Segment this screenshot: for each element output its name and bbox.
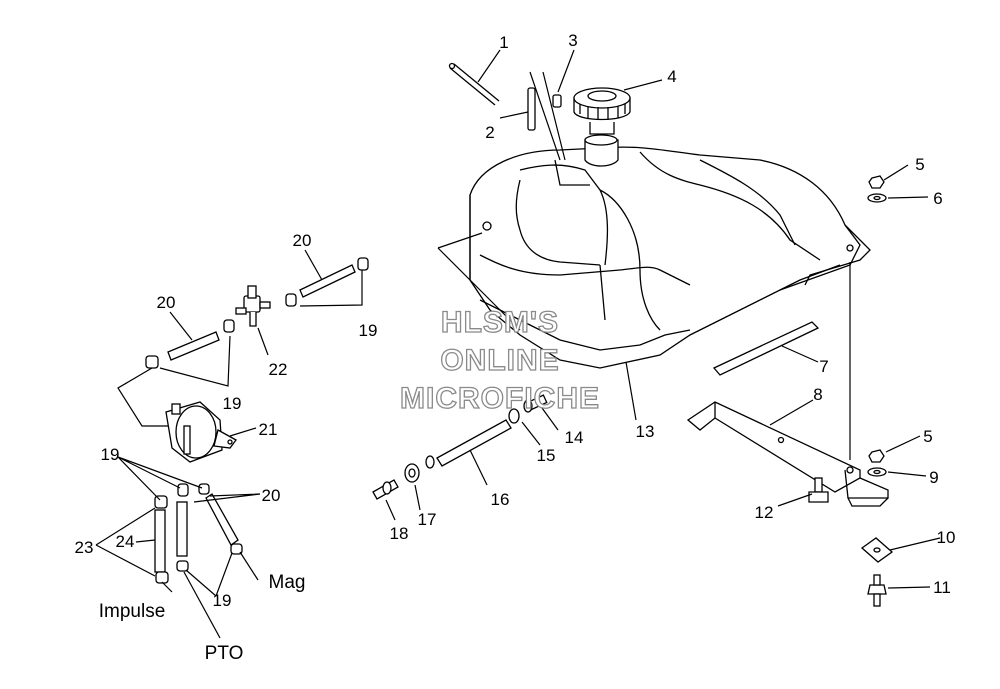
label-pto: PTO: [205, 643, 244, 664]
clamp-lower-c: [198, 483, 210, 495]
clamp-upper-a: [357, 257, 369, 271]
callout-11: 11: [933, 578, 951, 597]
watermark-line-3: MICROFICHE: [400, 382, 600, 415]
vent-clip: [552, 94, 562, 108]
clamp-lower-a: [154, 495, 168, 509]
callout-16: 16: [491, 490, 510, 509]
tank-bracket: [686, 401, 889, 507]
clamp-upper-b: [285, 293, 297, 307]
callout-2: 2: [485, 123, 494, 142]
watermark-line-2: ONLINE: [440, 344, 559, 377]
clamp-lower-e: [176, 560, 189, 572]
callout-14: 14: [565, 428, 584, 447]
callout-20-left: 20: [157, 293, 176, 312]
fuel-cap: [573, 87, 631, 135]
label-mag: Mag: [269, 572, 306, 593]
callout-9: 9: [929, 468, 938, 487]
nut-upper: [868, 175, 885, 189]
clamp-lower-f: [230, 543, 243, 555]
tank-fitting: [523, 394, 548, 413]
callout-19-upper: 19: [359, 321, 378, 340]
mag-hose: [205, 493, 239, 546]
washer-upper: [867, 193, 887, 203]
clamp-lower-d: [155, 571, 169, 584]
callout-22: 22: [269, 360, 288, 379]
inline-fitting: [372, 479, 399, 500]
pto-hose: [176, 501, 188, 557]
callout-5-lower: 5: [923, 427, 932, 446]
grommet: [404, 463, 420, 483]
bolt-bracket: [808, 477, 829, 503]
label-impulse: Impulse: [99, 601, 166, 622]
clamp-lower-b: [177, 483, 189, 497]
callout-24: 24: [116, 532, 135, 551]
hose-clamp-pump: [425, 455, 435, 469]
callout-19-bottom: 19: [213, 591, 232, 610]
fuel-pump: [165, 401, 237, 463]
clamp-left-b: [145, 355, 159, 369]
tank-strip: [712, 321, 820, 376]
isolator-plate: [860, 537, 894, 563]
callout-19-left: 19: [223, 394, 242, 413]
callout-3: 3: [568, 31, 577, 50]
callout-23: 23: [75, 538, 94, 557]
callout-10: 10: [937, 528, 956, 547]
callout-21: 21: [259, 420, 278, 439]
callout-15: 15: [537, 446, 556, 465]
watermark-line-1: HLSM'S: [441, 306, 559, 339]
callout-18: 18: [390, 524, 409, 543]
callout-13: 13: [636, 422, 655, 441]
impulse-hose: [154, 509, 166, 573]
vent-hose: [448, 62, 500, 106]
bolt-lower: [867, 574, 887, 607]
shutoff-valve: [235, 285, 271, 327]
clamp-left-a: [223, 319, 235, 333]
callout-5-upper: 5: [915, 155, 924, 174]
callout-17: 17: [418, 510, 437, 529]
vent-fitting: [527, 87, 536, 131]
fuel-line-upper: [299, 264, 356, 298]
fuel-line: [436, 419, 512, 467]
callout-6: 6: [933, 189, 942, 208]
callout-20-upper: 20: [293, 231, 312, 250]
fuel-tank: [469, 134, 871, 369]
washer-lower: [867, 467, 887, 477]
hose-clamp-tank: [508, 408, 520, 424]
callout-1: 1: [499, 33, 508, 52]
callout-12: 12: [755, 503, 774, 522]
callout-7: 7: [819, 357, 828, 376]
fuel-line-left: [167, 331, 220, 361]
callout-4: 4: [667, 67, 676, 86]
nut-lower: [868, 449, 885, 463]
callout-19-lower: 19: [101, 445, 120, 464]
callout-20-lower: 20: [262, 486, 281, 505]
callout-8: 8: [813, 385, 822, 404]
